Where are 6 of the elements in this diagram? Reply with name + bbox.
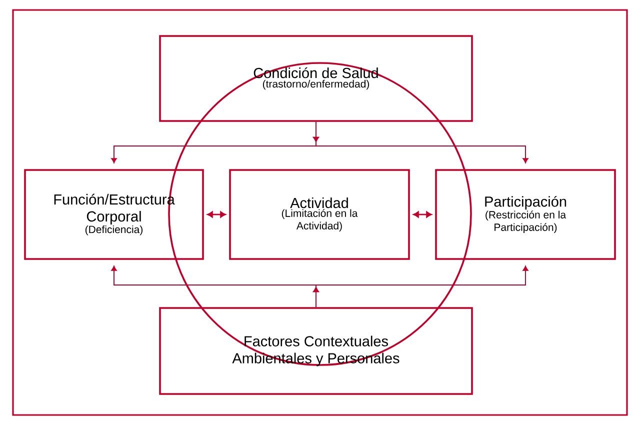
text-box: Participación (Restricción en la Participación)	[435, 169, 616, 260]
text-box: Actividad (Limitación en la Actividad)	[229, 169, 410, 260]
arrow	[313, 266, 528, 308]
double-arrow	[413, 211, 432, 218]
double-arrow	[207, 211, 226, 218]
arrow	[313, 121, 528, 164]
